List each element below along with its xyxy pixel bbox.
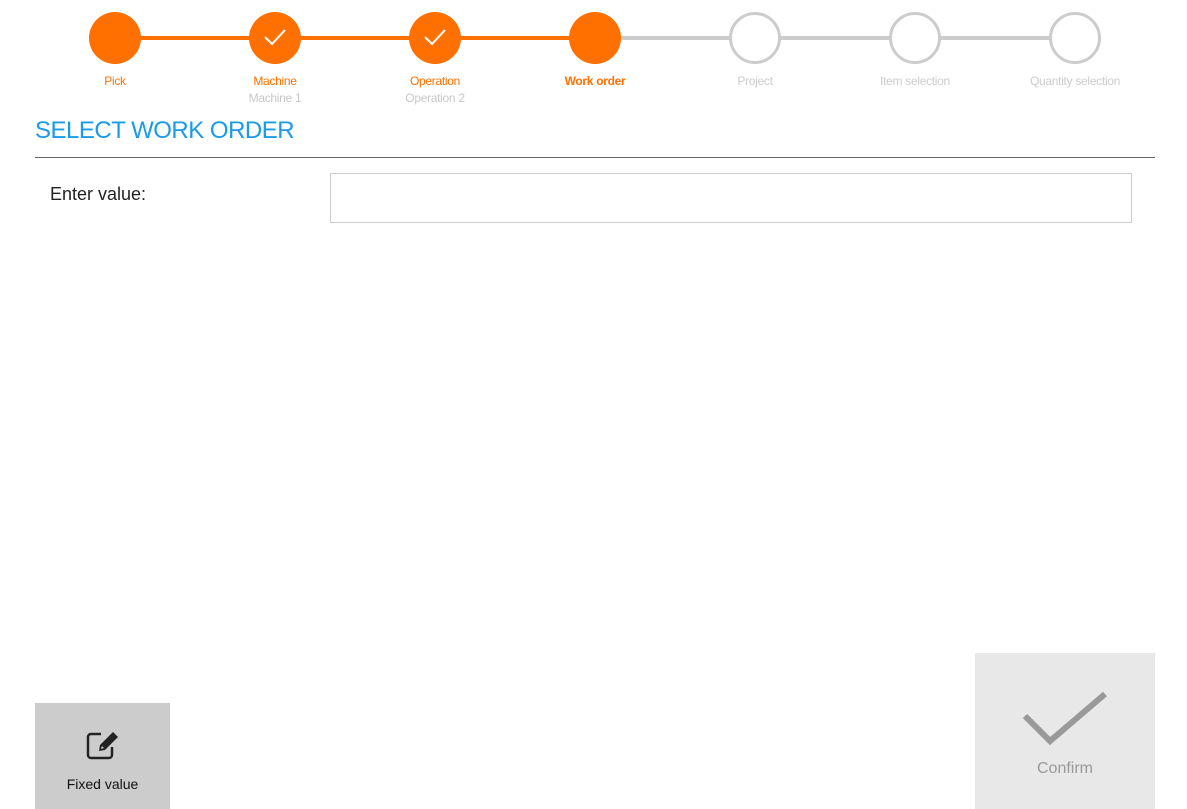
step-sublabel: Operation 2 <box>405 91 465 105</box>
step-machine[interactable]: Machine Machine 1 <box>195 12 355 105</box>
divider <box>35 157 1155 158</box>
step-pick: Pick <box>35 12 195 88</box>
check-icon <box>1022 691 1107 746</box>
step-circle <box>249 12 301 64</box>
step-label: Item selection <box>880 74 950 88</box>
fixed-value-button[interactable]: Fixed value <box>35 703 170 809</box>
step-circle <box>569 12 621 64</box>
fixed-value-label: Fixed value <box>66 776 139 792</box>
step-circle <box>409 12 461 64</box>
confirm-button[interactable]: Confirm <box>975 653 1155 809</box>
step-circle <box>1049 12 1101 64</box>
step-circle <box>89 12 141 64</box>
step-operation[interactable]: Operation Operation 2 <box>355 12 515 105</box>
step-label: Work order <box>564 74 626 88</box>
check-icon <box>264 29 286 46</box>
field-label: Enter value: <box>50 184 147 204</box>
step-circle <box>729 12 781 64</box>
step-project: Project <box>675 12 835 88</box>
progress-line-done <box>115 36 595 40</box>
confirm-label: Confirm <box>1036 760 1093 777</box>
step-label: Operation <box>410 74 460 88</box>
check-icon <box>424 29 446 46</box>
step-work-order: Work order <box>515 12 675 88</box>
step-label: Quantity selection <box>1030 74 1120 88</box>
step-label: Machine <box>253 74 297 88</box>
step-label: Project <box>737 74 773 88</box>
step-quantity-selection: Quantity selection <box>995 12 1155 88</box>
work-order-input[interactable] <box>330 173 1132 223</box>
step-circle <box>889 12 941 64</box>
step-item-selection: Item selection <box>835 12 995 88</box>
page-title: SELECT WORK ORDER <box>35 117 295 144</box>
edit-icon <box>86 732 118 760</box>
step-label: Pick <box>104 74 126 88</box>
progress-line-pending <box>595 36 1075 40</box>
step-sublabel: Machine 1 <box>248 91 302 105</box>
